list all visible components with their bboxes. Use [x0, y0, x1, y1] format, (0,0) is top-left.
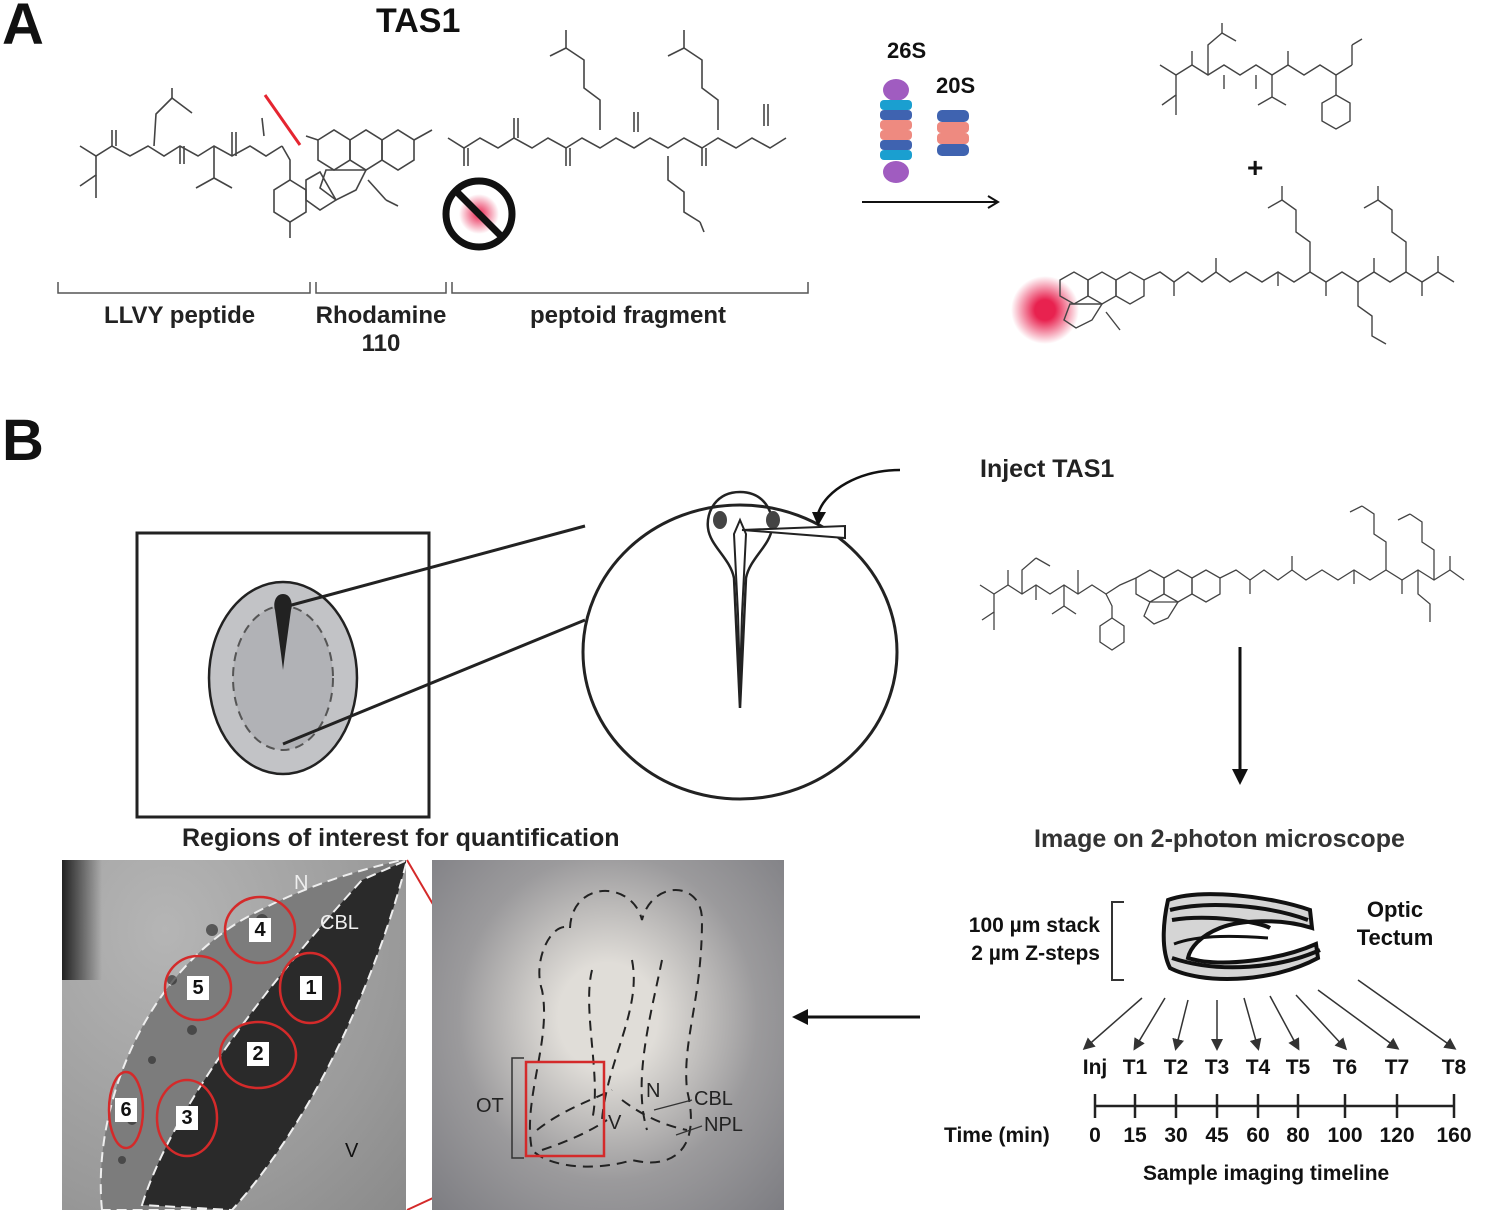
timeline-caption: Sample imaging timeline — [1143, 1162, 1390, 1185]
microscope-title: Image on 2-photon microscope — [1034, 825, 1405, 853]
inject-arrow — [816, 468, 901, 515]
timepoint-arrow — [1269, 995, 1300, 1051]
time-value-label: 45 — [1205, 1124, 1229, 1147]
left-arrow — [792, 1009, 920, 1025]
proteasome-20s-icon — [937, 110, 969, 156]
injection-needle — [741, 524, 846, 540]
roi-5-circle — [163, 954, 233, 1022]
rhodamine-label-line2: 110 — [361, 330, 401, 357]
timepoint-arrow — [1082, 997, 1143, 1050]
roi-label-4: 4 — [249, 918, 271, 942]
panel-b-letter: B — [2, 408, 44, 473]
inject-tas1-label: Inject TAS1 — [980, 455, 1115, 483]
time-value-label: 15 — [1123, 1124, 1147, 1147]
roi-label-2: 2 — [247, 1042, 269, 1066]
reaction-arrow — [862, 195, 1000, 209]
roi-box — [524, 1060, 606, 1158]
peptoid-fragment-label: peptoid fragment — [530, 302, 726, 329]
timepoint-label: T2 — [1163, 1056, 1189, 1079]
timepoint-arrow — [1317, 989, 1400, 1050]
roi-label-5: 5 — [187, 976, 209, 1000]
timepoint-label: T4 — [1245, 1056, 1271, 1079]
timepoint-arrow — [1133, 997, 1166, 1051]
rhodamine-bracket — [315, 282, 447, 294]
time-value-label: 160 — [1436, 1124, 1472, 1147]
llvy-product-structure — [1159, 23, 1363, 130]
tas1-structure — [79, 30, 787, 238]
cbl-label: CBL — [694, 1088, 733, 1110]
optic-label-line2: Tectum — [1356, 925, 1434, 950]
npl-label: NPL — [704, 1114, 743, 1136]
roi-title: Regions of interest for quantification — [182, 824, 620, 852]
timepoint-label: T1 — [1122, 1056, 1148, 1079]
rhodamine-label-line1: Rhodamine — [315, 302, 447, 329]
cbl-region-label: CBL — [320, 912, 359, 934]
roi-label-3: 3 — [176, 1106, 198, 1130]
right-eye-icon — [766, 511, 780, 529]
small-larva-icon — [274, 594, 292, 670]
time-value-label: 100 — [1327, 1124, 1363, 1147]
roi-4-circle — [223, 895, 297, 965]
optic-tectum-label: Optic Tectum — [1350, 896, 1440, 952]
time-value-label: 0 — [1089, 1124, 1101, 1147]
optic-tectum-stack-icon — [1161, 892, 1321, 981]
peptoid-bracket — [451, 282, 809, 294]
roi-label-6: 6 — [115, 1098, 137, 1122]
ot-label: OT — [476, 1095, 504, 1117]
timepoint-label: T6 — [1332, 1056, 1358, 1079]
no-fluorescence-icon — [442, 177, 516, 251]
proteasome-26s-icon — [880, 79, 912, 183]
llvy-bracket — [57, 282, 311, 294]
cleavage-site-mark — [263, 94, 302, 146]
timepoint-arrow — [1172, 999, 1189, 1051]
time-value-label: 60 — [1246, 1124, 1270, 1147]
n-region-label: N — [294, 872, 309, 894]
time-axis-label: Time (min) — [944, 1124, 1050, 1147]
fragment-brackets — [57, 282, 809, 294]
v-region-label: V — [345, 1140, 359, 1162]
optic-label-line1: Optic — [1366, 897, 1424, 922]
z-step-label: 2 µm Z-steps — [971, 942, 1100, 965]
cbl-region — [140, 860, 406, 1210]
timepoint-label: T3 — [1204, 1056, 1230, 1079]
brightfield-image: OT V N CBL NPL — [432, 860, 784, 1210]
stack-bracket — [1111, 901, 1124, 981]
down-arrow — [1232, 647, 1248, 785]
two-photon-image: 4 5 1 2 3 6 N CBL V — [62, 860, 406, 1210]
ot-bracket — [511, 1057, 524, 1159]
plus-sign: + — [1247, 152, 1264, 183]
time-value-label: 30 — [1164, 1124, 1188, 1147]
timepoint-arrow — [1357, 979, 1457, 1050]
n-label: N — [646, 1080, 661, 1102]
time-value-label: 80 — [1286, 1124, 1310, 1147]
roi-label-1: 1 — [300, 976, 322, 1000]
stack-info: 100 µm stack 2 µm Z-steps — [950, 912, 1100, 968]
left-eye-icon — [713, 511, 727, 529]
stack-depth-label: 100 µm stack — [968, 914, 1100, 937]
roi-2-circle — [218, 1020, 298, 1090]
fluorescent-product-structure — [1011, 186, 1455, 345]
proteasome-26s-label: 26S — [887, 38, 927, 63]
compound-title: TAS1 — [376, 2, 461, 40]
rhodamine-label: Rhodamine 110 — [306, 302, 456, 358]
roi-6-circle — [107, 1070, 145, 1150]
time-value-label: 120 — [1379, 1124, 1415, 1147]
v-label: V — [608, 1112, 622, 1134]
fluorescence-glow — [1011, 276, 1079, 344]
timepoint-label: T5 — [1285, 1056, 1311, 1079]
roi-1-circle — [278, 951, 342, 1025]
embryo-injection-diagram — [135, 468, 901, 819]
timepoint-label: T8 — [1441, 1056, 1467, 1079]
timepoint-arrow — [1243, 997, 1262, 1051]
tas1-structure-small — [979, 505, 1465, 651]
llvy-peptide-label: LLVY peptide — [104, 302, 256, 329]
panel-a-letter: A — [2, 0, 44, 57]
timepoint-label: Inj — [1082, 1056, 1108, 1079]
proteasome-20s-label: 20S — [936, 73, 976, 98]
timepoint-arrow — [1295, 994, 1348, 1051]
timepoint-label: T7 — [1384, 1056, 1410, 1079]
roi-3-circle — [155, 1078, 219, 1158]
